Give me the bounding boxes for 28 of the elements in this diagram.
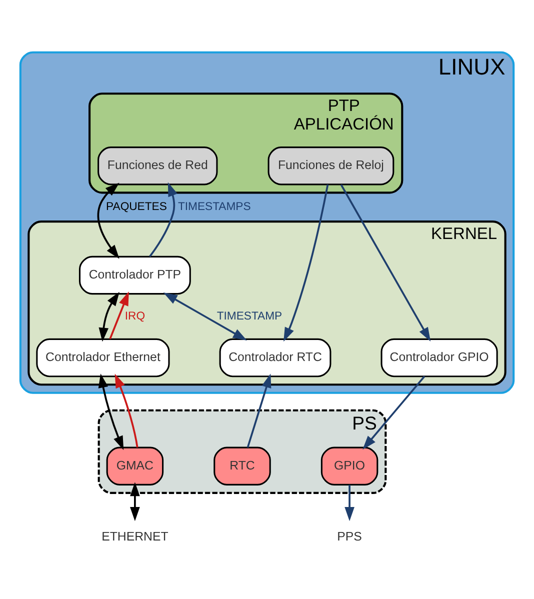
arrow — [362, 375, 426, 450]
node-box: Funciones de Red — [98, 146, 218, 185]
node-box: Controlador GPIO — [380, 338, 498, 377]
arrow — [163, 292, 247, 340]
node-box: Funciones de Reloj — [268, 146, 394, 185]
arrow — [340, 184, 431, 341]
edge-label: PAQUETES — [106, 200, 167, 213]
node-text: PPS — [337, 529, 362, 543]
edge-label: TIMESTAMPS — [178, 200, 251, 213]
node-box: Controlador Ethernet — [36, 338, 170, 377]
node-box: Controlador PTP — [78, 255, 191, 294]
node-box: RTC — [214, 446, 271, 485]
arrow — [148, 182, 178, 257]
edge-label: TIMESTAMP — [216, 310, 282, 322]
node-text: ETHERNET — [102, 529, 168, 543]
arrow — [130, 482, 140, 521]
arrow — [97, 182, 120, 258]
arrow — [98, 373, 124, 450]
arrow — [344, 484, 354, 521]
arrow — [246, 373, 272, 448]
arrow — [114, 373, 138, 448]
arrow — [98, 291, 120, 342]
edge-label: IRQ — [124, 310, 146, 322]
node-box: GPIO — [320, 446, 378, 485]
arrow — [109, 291, 129, 339]
node-box: GMAC — [106, 446, 164, 485]
arrow — [284, 184, 329, 342]
node-box: Controlador RTC — [219, 338, 332, 377]
